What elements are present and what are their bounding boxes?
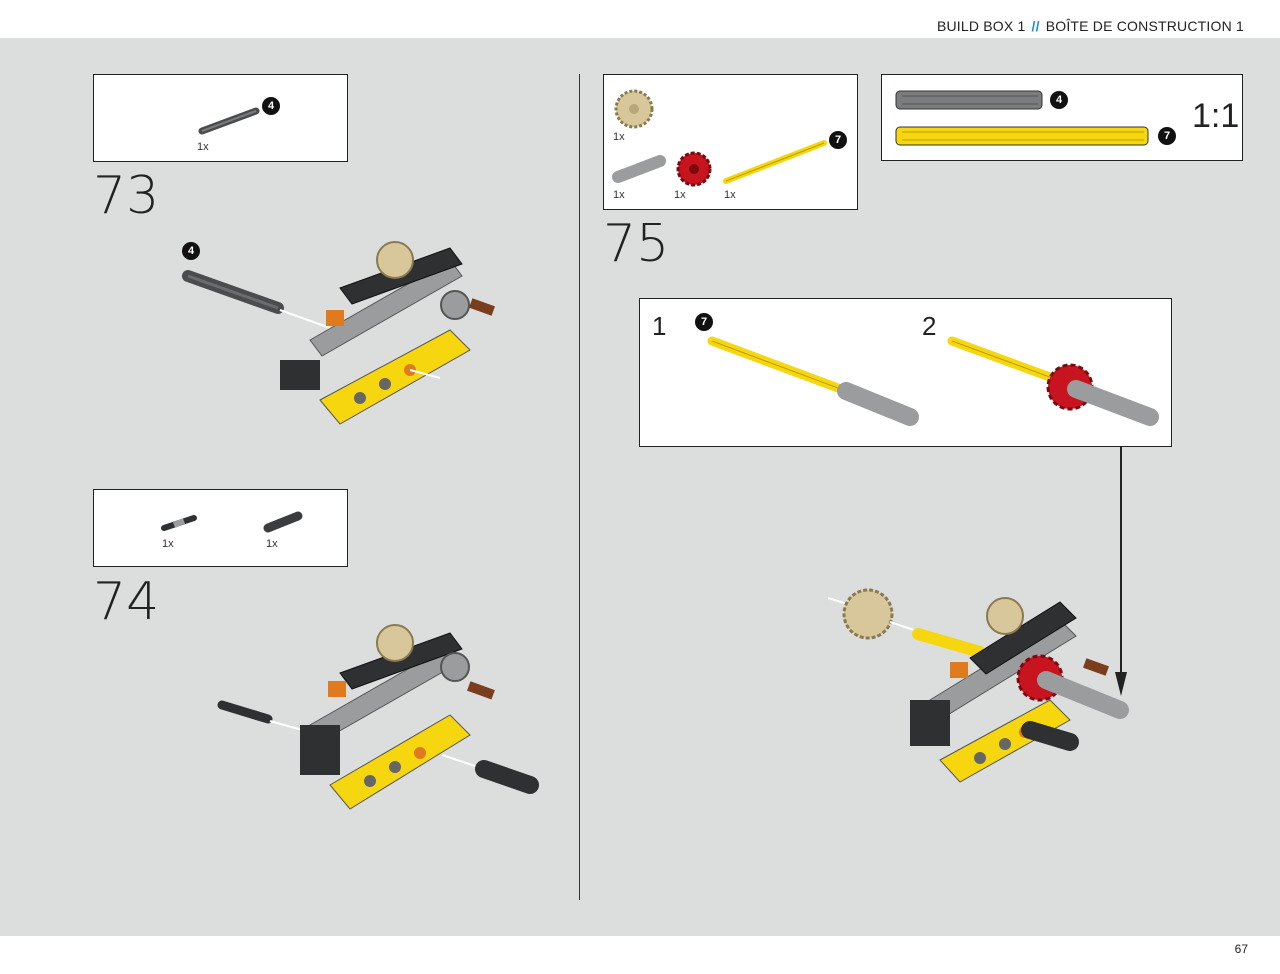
callout-length: 7	[829, 131, 847, 149]
callout-length: 7	[695, 313, 713, 331]
scale-box: 4 7 1:1	[881, 74, 1243, 161]
substep-number: 1	[652, 311, 667, 341]
substep-number: 2	[922, 311, 937, 341]
axle-joiner-icon	[612, 155, 666, 183]
header-title-fr: BOÎTE DE CONSTRUCTION 1	[1045, 18, 1244, 34]
callout-length: 4	[262, 97, 280, 115]
callout-length: 4	[1050, 91, 1068, 109]
axle-connector-icon	[161, 515, 197, 531]
parts-box-step-73: 4 1x	[93, 74, 348, 162]
callout-length: 4	[182, 242, 200, 260]
gear-red-icon	[676, 151, 712, 187]
assembly-illustration-73	[182, 241, 495, 425]
header-title: BUILD BOX 1 // BOÎTE DE CONSTRUCTION 1	[937, 18, 1244, 34]
page-header: BUILD BOX 1 // BOÎTE DE CONSTRUCTION 1	[0, 0, 1280, 38]
step-number: 73	[93, 166, 160, 226]
part-qty: 1x	[197, 141, 209, 153]
parts-box-step-75: 1x 1x 1x 7 1x	[603, 74, 858, 210]
subassembly-box: 1 7 2	[639, 298, 1172, 447]
assembly-illustration-74	[217, 624, 539, 810]
page-footer	[0, 936, 1280, 974]
part-qty: 1x	[724, 189, 736, 201]
gear-tan-icon	[614, 89, 654, 129]
placement-arrow	[1115, 446, 1127, 696]
header-separator: //	[1031, 18, 1040, 34]
axle-4-icon	[198, 107, 260, 135]
part-qty: 1x	[613, 131, 625, 143]
callout-length: 7	[1158, 127, 1176, 145]
assembly-illustration-75	[827, 588, 1129, 783]
parts-box-step-74: 1x 1x	[93, 489, 348, 567]
column-divider	[579, 74, 580, 900]
part-qty: 1x	[162, 538, 174, 550]
page-number: 67	[1234, 942, 1248, 956]
part-qty: 1x	[674, 189, 686, 201]
axle-pin-icon	[263, 511, 303, 533]
scale-label: 1:1	[1192, 97, 1240, 135]
axle-7-yellow-icon	[723, 140, 827, 184]
part-qty: 1x	[613, 189, 625, 201]
header-title-en: BUILD BOX 1	[936, 18, 1026, 34]
part-qty: 1x	[266, 538, 278, 550]
step-number: 75	[603, 214, 670, 274]
scale-axle-icons	[895, 90, 1149, 146]
substep-1-illustration	[707, 336, 919, 426]
substep-2-illustration	[947, 336, 1159, 426]
step-number: 74	[93, 572, 160, 632]
